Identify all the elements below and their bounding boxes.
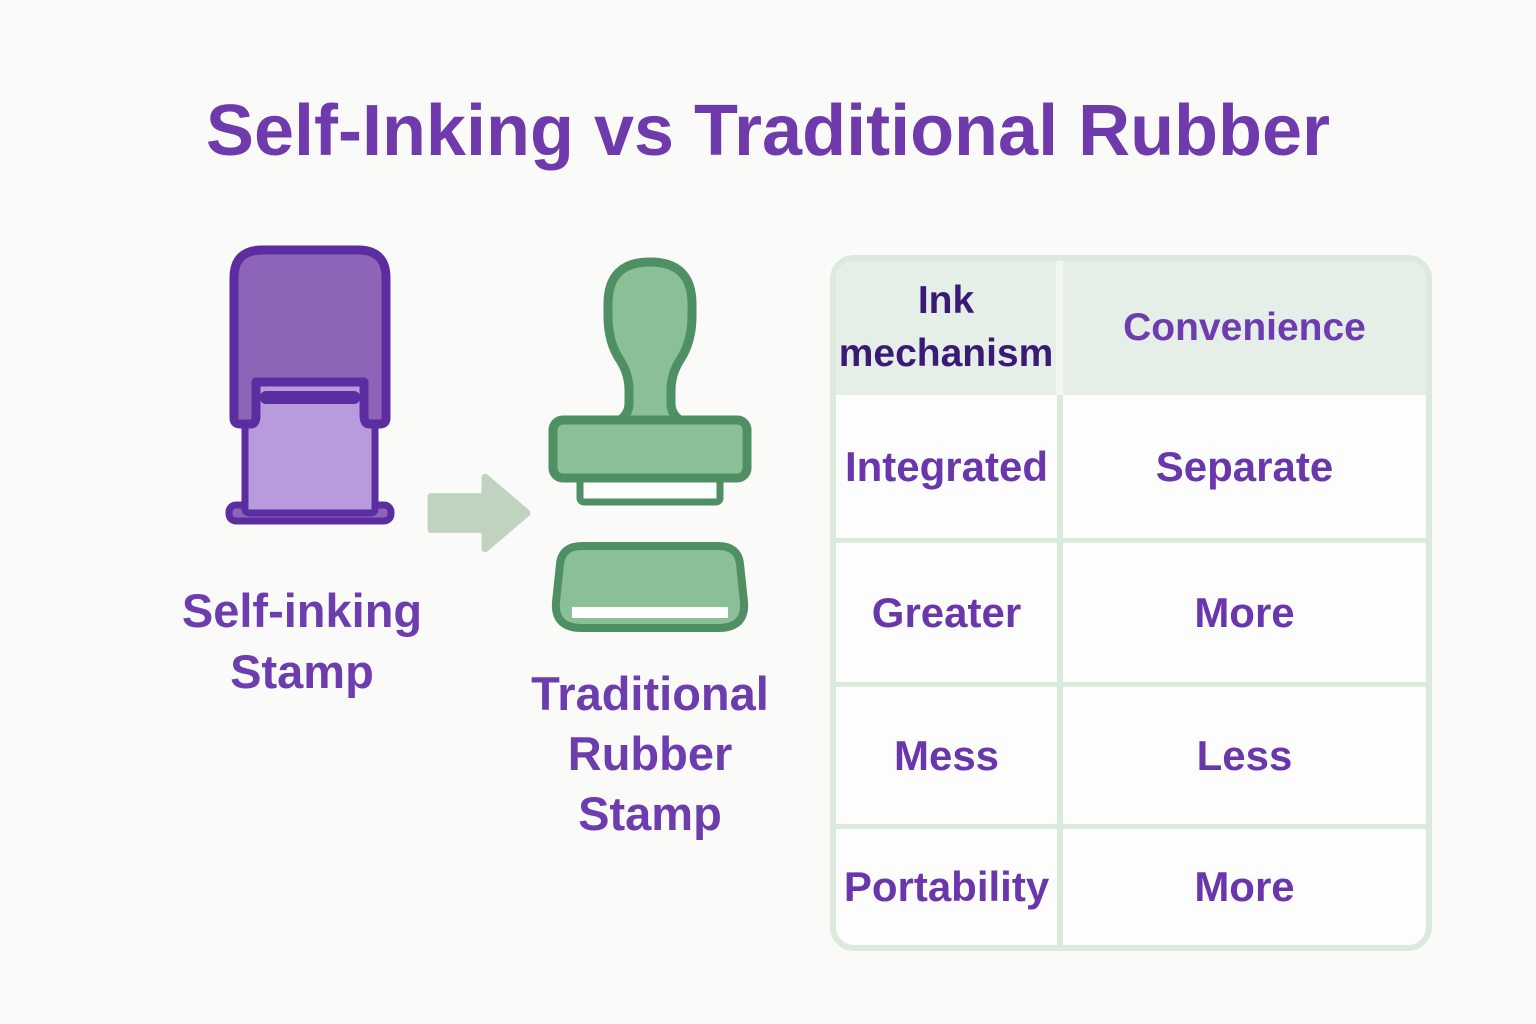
arrow-shape	[427, 473, 531, 553]
label-line: Self-inking	[181, 584, 423, 637]
self-inking-stamp-icon	[225, 245, 395, 525]
comparison-table: Ink mechanism Convenience Integrated Sep…	[830, 255, 1432, 951]
table-cell: Greater	[836, 538, 1063, 682]
table-cell: Less	[1063, 682, 1426, 824]
table-cell: More	[1063, 824, 1426, 945]
table-cell: Mess	[836, 682, 1063, 824]
label-line: Traditional	[531, 667, 769, 720]
table-cell: More	[1063, 538, 1426, 682]
label-line: Stamp	[578, 787, 722, 841]
table-cell: Portability	[836, 824, 1063, 945]
table-cell: Separate	[1155, 442, 1334, 490]
stamp-cap	[229, 245, 391, 429]
column-header-convenience: Convenience	[1123, 305, 1366, 349]
table-cell: Integrated	[836, 395, 1063, 538]
arrow-right-icon	[427, 473, 531, 553]
traditional-rubber-stamp-icon	[548, 257, 752, 632]
page-title: Self-Inking vs Traditional Rubber	[205, 91, 1331, 171]
self-inking-stamp-label: Self-inking Stamp	[102, 580, 502, 702]
ink-pad-gap	[572, 607, 728, 618]
column-header-ink-mechanism: Ink mechanism	[836, 261, 1063, 395]
label-line: Rubber	[567, 727, 733, 781]
table-header-row: Ink mechanism Convenience	[836, 261, 1426, 395]
traditional-stamp-label: Traditional Rubber Stamp	[450, 664, 850, 844]
stamp-handle	[603, 257, 697, 431]
table-body: Integrated Separate Greater More Mess Le…	[836, 395, 1426, 945]
label-line: Stamp	[230, 645, 374, 699]
stamp-mount-block	[548, 415, 752, 483]
stamp-slot	[260, 391, 360, 404]
